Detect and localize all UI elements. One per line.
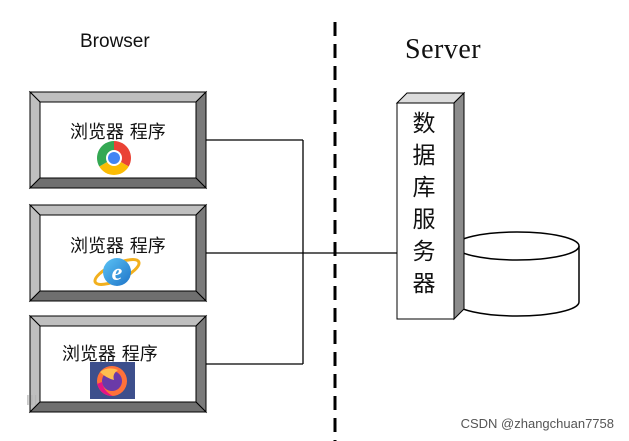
server-heading: Server [405, 34, 482, 65]
internet-explorer-icon: e [93, 258, 141, 286]
chrome-icon [97, 141, 131, 175]
firefox-icon [90, 362, 135, 399]
database-server-tower [395, 91, 466, 321]
svg-text:e: e [112, 260, 123, 286]
database-cylinder-icon [454, 231, 580, 317]
browser-program-label-3: 浏览器 程序 [62, 344, 158, 365]
server-char-5: 务 [412, 239, 436, 265]
server-char-3: 库 [412, 175, 436, 201]
watermark: CSDN @zhangchuan7758 [460, 416, 614, 431]
corner-mark: III [26, 394, 38, 409]
server-char-2: 据 [412, 143, 436, 169]
browser-heading: Browser [80, 31, 150, 52]
server-char-6: 器 [412, 271, 436, 297]
browser-program-label-2: 浏览器 程序 [70, 236, 166, 257]
browser-box-1 [28, 90, 208, 190]
browser-program-label-1: 浏览器 程序 [70, 122, 166, 143]
server-char-4: 服 [412, 207, 436, 233]
connection-lines [206, 139, 463, 365]
server-char-1: 数 [412, 111, 436, 137]
database-server-label: 数 据 库 服 务 器 [400, 108, 448, 300]
